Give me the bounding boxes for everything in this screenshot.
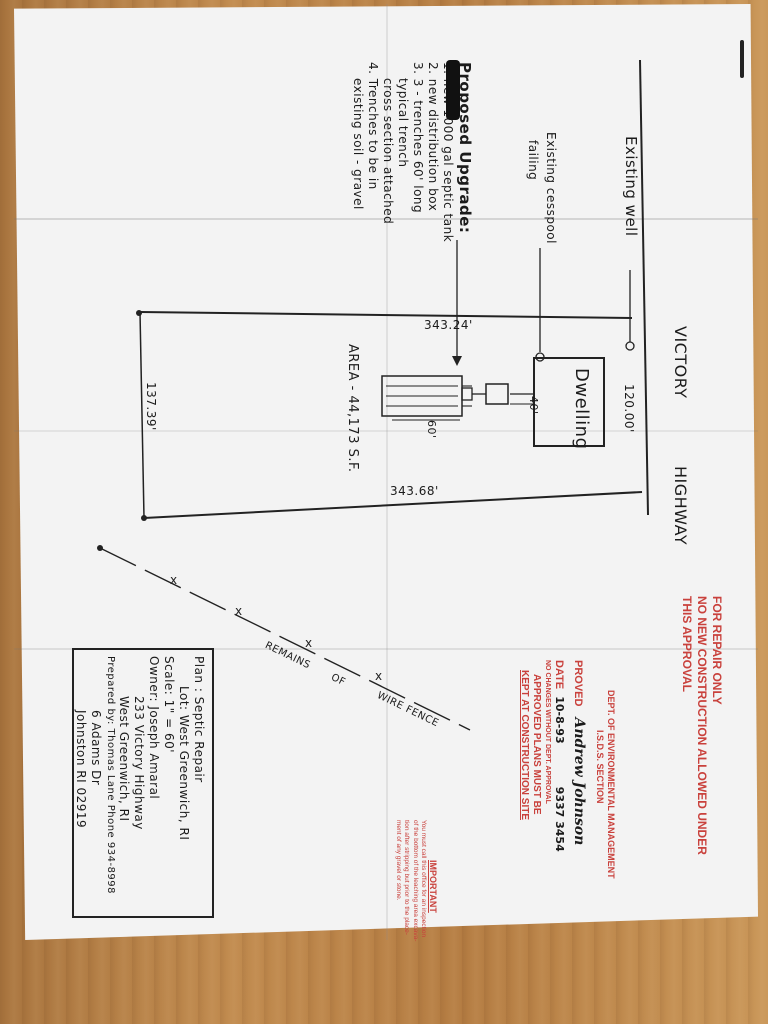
road-name-highway: HIGHWAY — [671, 466, 690, 546]
redaction-mark — [446, 60, 460, 120]
note-item: cross section attached — [381, 78, 396, 225]
tank-distance-dimension: 40' — [527, 396, 540, 415]
stamp-date-label: DATE — [553, 660, 565, 690]
stamp-permit-number: 9337 3454 — [553, 786, 566, 852]
paper-fold — [14, 218, 758, 220]
stamp-approved-plans-1: APPROVED PLANS MUST BE — [531, 674, 543, 815]
note-item: 4. Trenches to be in — [366, 62, 381, 190]
paper-fold — [14, 648, 758, 650]
fence-x-marks: x x x x — [170, 573, 382, 683]
stamp-dept: DEPT. OF ENVIRONMENTAL MANAGEMENT — [606, 690, 616, 879]
important-text-line: of the bottom of the leaching area excav… — [411, 820, 419, 942]
plan-town: Lot: West Greenwich, RI — [177, 686, 191, 841]
title-block — [72, 648, 214, 918]
leach-trenches — [381, 375, 463, 417]
right-line-dimension: 343.68' — [390, 484, 439, 498]
well-symbol — [625, 341, 635, 351]
title-block-text: Plan : Septic Repair Lot: West Greenwich… — [74, 656, 207, 894]
existing-well-label: Existing well — [622, 136, 640, 237]
stamp-approved-line: PROVED Andrew Johnson — [570, 660, 588, 879]
stamp-section: I.S.D.S. SECTION — [594, 730, 605, 804]
stamp-line-3: THIS APPROVAL — [680, 596, 694, 693]
note-item: existing soil - gravel — [351, 78, 366, 210]
owner-address-2: West Greenwich, RI — [117, 696, 131, 822]
road-name-victory: VICTORY — [671, 326, 690, 399]
svg-text:x: x — [305, 636, 312, 650]
septic-plan-sheet — [14, 4, 758, 940]
svg-text:x: x — [375, 669, 382, 683]
cesspool-failing-label: failing — [526, 140, 540, 181]
plan-owner: Owner: Joseph Amaral — [147, 656, 161, 800]
wire-fence-line — [99, 547, 471, 731]
owner-address-1: 233 Victory Highway — [132, 696, 146, 830]
svg-text:x: x — [235, 604, 242, 618]
distribution-box — [461, 387, 473, 401]
highway-edge-line — [639, 59, 649, 516]
important-text-line: tion after stripping but prior to the pl… — [403, 820, 411, 935]
important-heading: IMPORTANT — [428, 860, 438, 913]
svg-text:x: x — [170, 573, 177, 587]
stamp-line-1: FOR REPAIR ONLY — [710, 596, 724, 705]
approver-signature: Andrew Johnson — [571, 717, 588, 846]
septic-tank — [485, 383, 509, 405]
dem-approval-stamp: DEPT. OF ENVIRONMENTAL MANAGEMENT I.S.D.… — [518, 660, 616, 879]
important-text-line: ment of any gravel or stone. — [395, 820, 403, 901]
stamp-approved: PROVED — [572, 660, 585, 707]
property-line-right — [143, 491, 643, 519]
upgrade-arrow — [452, 356, 462, 366]
paper-fold — [14, 430, 758, 432]
lot-area-label: AREA - 44,173 S.F. — [345, 344, 360, 473]
stamp-approved-plans-2: KEPT AT CONSTRUCTION SITE — [519, 670, 530, 820]
paper-fold — [386, 4, 388, 940]
plan-title: Plan : Septic Repair — [192, 656, 206, 783]
plan-scale: Scale: 1" = 60' — [162, 656, 176, 754]
note-item: typical trench — [396, 78, 411, 168]
important-notice: IMPORTANT You must call this office for … — [394, 820, 438, 941]
property-line-rear — [139, 311, 145, 519]
rear-line-dimension: 137.39' — [144, 382, 158, 431]
dwelling-outline — [533, 357, 605, 447]
prepared-by: Prepared by: Thomas Lane Phone 934-8998 — [105, 656, 116, 895]
stamp-no-changes: NO CHANGES WITHOUT DEPT. APPROVAL — [544, 660, 552, 804]
preparer-address-1: 6 Adams Dr — [89, 710, 104, 786]
stamp-date: 10-8-93 — [553, 696, 566, 744]
trench-length-dimension: 60' — [425, 420, 438, 439]
left-line-dimension: 343.24' — [424, 318, 473, 332]
stamp-line-2: NO NEW CONSTRUCTION ALLOWED UNDER — [695, 596, 709, 855]
important-text-line: You must call this office for an inspect… — [419, 820, 427, 938]
pen-mark — [740, 40, 744, 78]
dwelling-label: Dwelling — [571, 368, 592, 450]
note-item: 2. new distribution box — [426, 62, 441, 212]
stamp-date-line: DATE 10-8-93 9337 3454 — [551, 660, 566, 879]
repair-only-stamp: FOR REPAIR ONLY NO NEW CONSTRUCTION ALLO… — [679, 596, 724, 855]
existing-cesspool-label: Existing cesspool — [544, 132, 558, 244]
property-line-left — [139, 311, 633, 319]
front-dimension: 120.00' — [622, 384, 636, 433]
preparer-address-2: Johnston RI 02919 — [74, 710, 89, 829]
note-item: 3. 3 - trenches 60' long — [411, 62, 426, 214]
